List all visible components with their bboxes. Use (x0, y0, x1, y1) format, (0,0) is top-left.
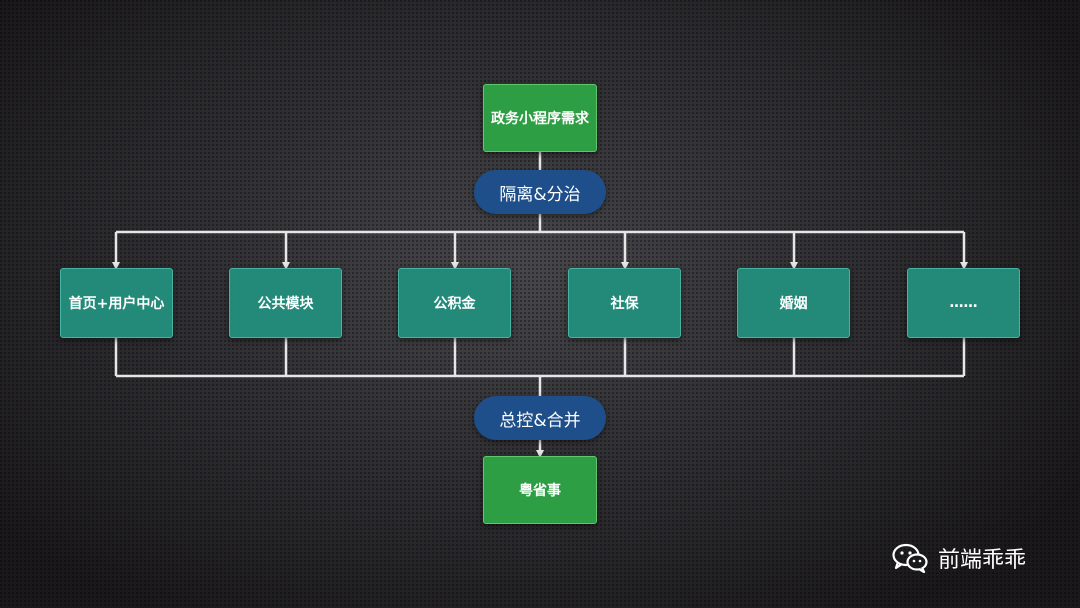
top-node-label: 政务小程序需求 (491, 111, 589, 127)
module-label: …… (949, 295, 978, 311)
module-box-4: 社保 (568, 268, 681, 338)
module-label: 婚姻 (779, 296, 808, 312)
module-label: 首页+用户中心 (68, 296, 165, 312)
split-pill-label: 隔离&分治 (499, 184, 581, 205)
wechat-account-watermark: 前端乖乖 (892, 540, 1026, 576)
bottom-node-label: 粤省事 (519, 483, 561, 499)
merge-pill-label: 总控&合并 (499, 410, 581, 431)
wechat-icon (892, 543, 928, 574)
module-box-5: 婚姻 (737, 268, 850, 338)
module-label: 公积金 (433, 296, 476, 312)
split-pill: 隔离&分治 (474, 170, 606, 214)
module-box-2: 公共模块 (229, 268, 342, 338)
bottom-node-box: 粤省事 (483, 456, 597, 524)
module-box-6: …… (907, 268, 1020, 338)
merge-pill: 总控&合并 (474, 396, 606, 440)
account-name: 前端乖乖 (938, 548, 1027, 573)
module-box-3: 公积金 (398, 268, 511, 338)
module-label: 公共模块 (257, 296, 314, 312)
module-box-1: 首页+用户中心 (60, 268, 173, 338)
module-label: 社保 (610, 296, 639, 312)
top-node-box: 政务小程序需求 (483, 84, 597, 152)
